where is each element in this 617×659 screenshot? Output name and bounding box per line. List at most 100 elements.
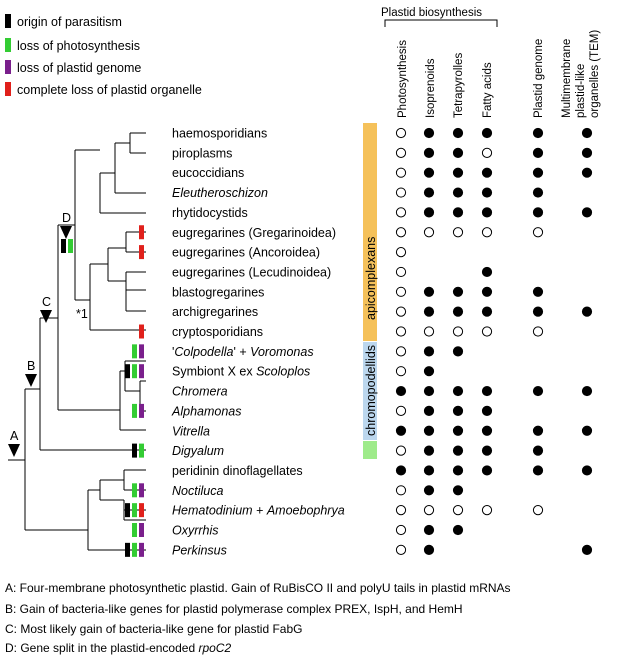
taxon-label-part: eugregarines (Lecudinoidea) <box>172 265 331 279</box>
trait-tetrapyrolles-present <box>452 425 464 436</box>
trait-fatty-acids-present <box>481 385 493 397</box>
trait-tetrapyrolles-present <box>452 207 464 218</box>
trait-tetrapyrolles-absent <box>452 505 464 516</box>
taxon-label-part: archigregarines <box>172 305 258 319</box>
trait-isoprenoids-present <box>423 207 435 218</box>
legend-swatch-parasitism <box>5 14 11 28</box>
trait-isoprenoids-present <box>423 524 435 536</box>
trait-photosynthesis-absent <box>395 127 407 139</box>
legend-swatch-photosynthesis <box>5 38 11 52</box>
trait-plastid-genome-present <box>532 286 544 297</box>
trait-tetrapyrolles-absent <box>452 326 464 337</box>
trait-fatty-acids-present <box>481 306 493 317</box>
clade-label-apicomplexans: apicomplexans <box>364 237 378 320</box>
trait-tetrapyrolles-present <box>452 465 464 476</box>
trait-fatty-acids-present <box>481 266 493 278</box>
taxon-label-part: eugregarines (Ancoroidea) <box>172 246 320 260</box>
trait-isoprenoids-present <box>423 405 435 416</box>
mark-parasitism-16 <box>132 443 137 458</box>
taxon-label: Oxyrrhis <box>172 524 219 538</box>
trait-plastid-genome-present <box>532 167 544 178</box>
trait-multimembrane-present <box>581 385 593 397</box>
trait-isoprenoids-present <box>423 346 435 357</box>
mark-genome-14 <box>139 403 144 418</box>
mark-photosynthesis-18 <box>132 483 137 498</box>
taxon-label: archigregarines <box>172 305 258 319</box>
node-d-event-marks <box>61 239 73 253</box>
taxon-label: 'Colpodella' + Voromonas <box>172 345 314 359</box>
footnote-a: A: Four-membrane photosynthetic plastid.… <box>5 581 511 595</box>
trait-tetrapyrolles-present <box>452 286 464 297</box>
col-multimembrane-3: organelles (TEM) <box>589 30 601 118</box>
trait-photosynthesis-absent <box>395 544 407 555</box>
mark-photosynthesis-19 <box>132 503 137 518</box>
trait-multimembrane-present <box>581 167 593 178</box>
col-multimembrane-2: plastid-like <box>575 64 587 118</box>
taxon-label: Symbiont X ex Scoloplos <box>172 365 310 379</box>
taxon-label-part: cryptosporidians <box>172 325 263 339</box>
col-isoprenoids: Isoprenoids <box>425 58 437 118</box>
node-arrow-c <box>40 310 52 323</box>
taxon-label-part: Amoebophrya <box>266 504 345 518</box>
trait-photosynthesis-absent <box>395 207 407 218</box>
trait-photosynthesis-absent <box>395 167 407 178</box>
trait-photosynthesis-absent <box>395 286 407 297</box>
taxon-label-part: piroplasms <box>172 146 232 160</box>
trait-photosynthesis-absent <box>395 346 407 357</box>
trait-tetrapyrolles-absent <box>452 227 464 238</box>
taxon-label: Vitrella <box>172 424 210 438</box>
trait-isoprenoids-present <box>423 147 435 158</box>
trait-photosynthesis-absent <box>395 326 407 337</box>
col-tetrapyrolles: Tetrapyrolles <box>453 53 465 118</box>
taxon-label: Alphamonas <box>171 404 242 418</box>
trait-multimembrane-present <box>581 127 593 139</box>
trait-photosynthesis-absent <box>395 485 407 496</box>
trait-multimembrane-present <box>581 425 593 436</box>
node-arrow-d <box>60 226 72 239</box>
footnote-d: D: Gene split in the plastid-encoded rpo… <box>5 641 231 655</box>
trait-photosynthesis-present <box>395 465 407 476</box>
trait-tetrapyrolles-present <box>452 485 464 496</box>
trait-multimembrane-present <box>581 147 593 158</box>
trait-photosynthesis-absent <box>395 227 407 238</box>
trait-fatty-acids-present <box>481 127 493 139</box>
trait-tetrapyrolles-present <box>452 524 464 536</box>
taxon-label-part: Digyalum <box>172 444 224 458</box>
trait-photosynthesis-absent <box>395 524 407 536</box>
legend-swatch-genome <box>5 60 11 74</box>
mark-genome-20 <box>139 523 144 537</box>
clade-bar-digyalum <box>363 441 377 459</box>
trait-fatty-acids-present <box>481 207 493 218</box>
taxon-label-part: rhytidocystids <box>172 206 248 220</box>
node-label-b: B <box>27 359 35 373</box>
legend-swatch-organelle <box>5 82 11 96</box>
taxon-label: Perkinsus <box>172 543 227 557</box>
footnotes: A: Four-membrane photosynthetic plastid.… <box>5 581 511 655</box>
trait-plastid-genome-present <box>532 187 544 198</box>
taxon-label-part: Symbiont X ex <box>172 365 256 379</box>
trait-isoprenoids-present <box>423 306 435 317</box>
trait-isoprenoids-absent <box>423 227 435 238</box>
mark-genome-18 <box>139 483 144 498</box>
taxon-label: eugregarines (Gregarinoidea) <box>172 226 336 240</box>
plastid-biosynthesis-title: Plastid biosynthesis <box>381 7 482 19</box>
taxon-label: Eleutheroschizon <box>172 186 268 200</box>
taxon-label: peridinin dinoflagellates <box>172 464 303 478</box>
mark-photosynthesis-16 <box>139 443 144 458</box>
taxon-label-part: Eleutheroschizon <box>172 186 268 200</box>
trait-tetrapyrolles-present <box>452 385 464 397</box>
mark-organelle-6 <box>139 245 144 260</box>
trait-plastid-genome-present <box>532 425 544 436</box>
trait-fatty-acids-present <box>481 445 493 456</box>
col-multimembrane-1: Multimembrane <box>561 39 573 118</box>
trait-fatty-acids-present <box>481 465 493 476</box>
trait-fatty-acids-absent <box>481 505 493 516</box>
taxon-label-part: Vitrella <box>172 424 210 438</box>
trait-tetrapyrolles-present <box>452 167 464 178</box>
trait-photosynthesis-absent <box>395 445 407 456</box>
mark-organelle-19 <box>139 503 144 518</box>
trait-isoprenoids-present <box>423 465 435 476</box>
mark-organelle-10 <box>139 324 144 339</box>
trait-isoprenoids-present <box>423 286 435 297</box>
